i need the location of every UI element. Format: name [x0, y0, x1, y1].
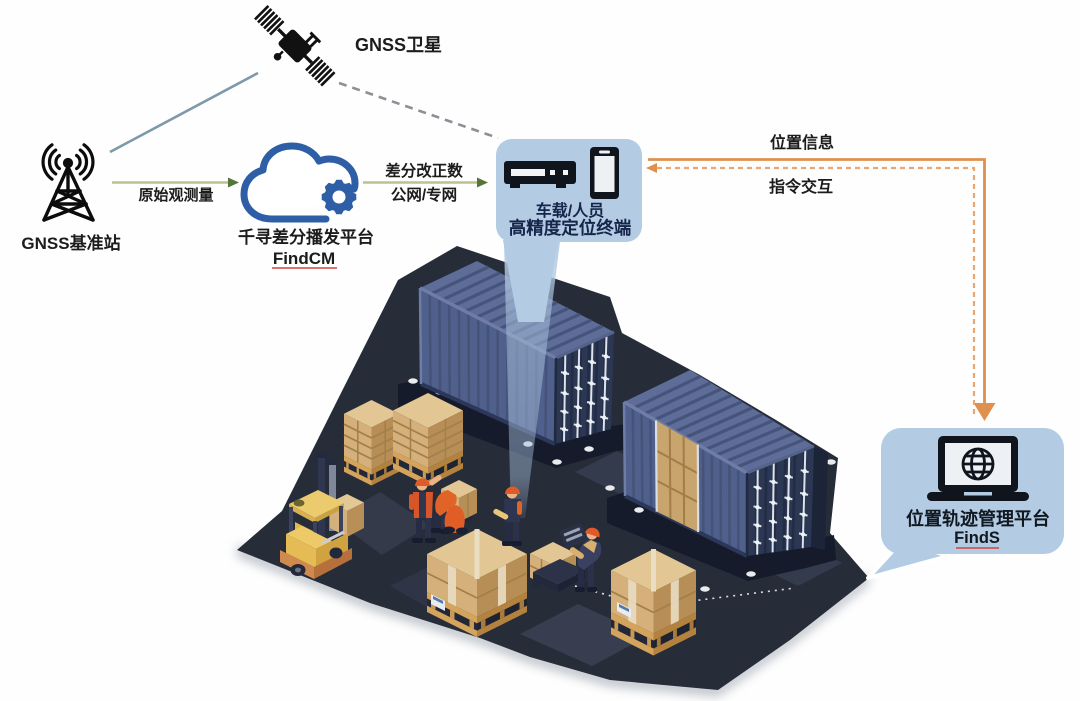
svg-text:指令交互: 指令交互 — [769, 177, 833, 196]
svg-text:位置信息: 位置信息 — [770, 133, 834, 152]
svg-text:差分改正数: 差分改正数 — [385, 161, 463, 180]
svg-text:GNSS基准站: GNSS基准站 — [21, 233, 120, 253]
svg-text:高精度定位终端: 高精度定位终端 — [509, 218, 632, 238]
svg-text:公网/专网: 公网/专网 — [391, 185, 457, 204]
svg-text:FindCM: FindCM — [273, 249, 335, 268]
svg-text:GNSS卫星: GNSS卫星 — [355, 35, 442, 55]
svg-text:车载/人员: 车载/人员 — [536, 201, 604, 220]
svg-text:FindS: FindS — [954, 529, 1000, 547]
svg-text:原始观测量: 原始观测量 — [138, 186, 213, 204]
svg-text:千寻差分播发平台: 千寻差分播发平台 — [238, 227, 374, 247]
svg-text:位置轨迹管理平台: 位置轨迹管理平台 — [906, 508, 1050, 529]
